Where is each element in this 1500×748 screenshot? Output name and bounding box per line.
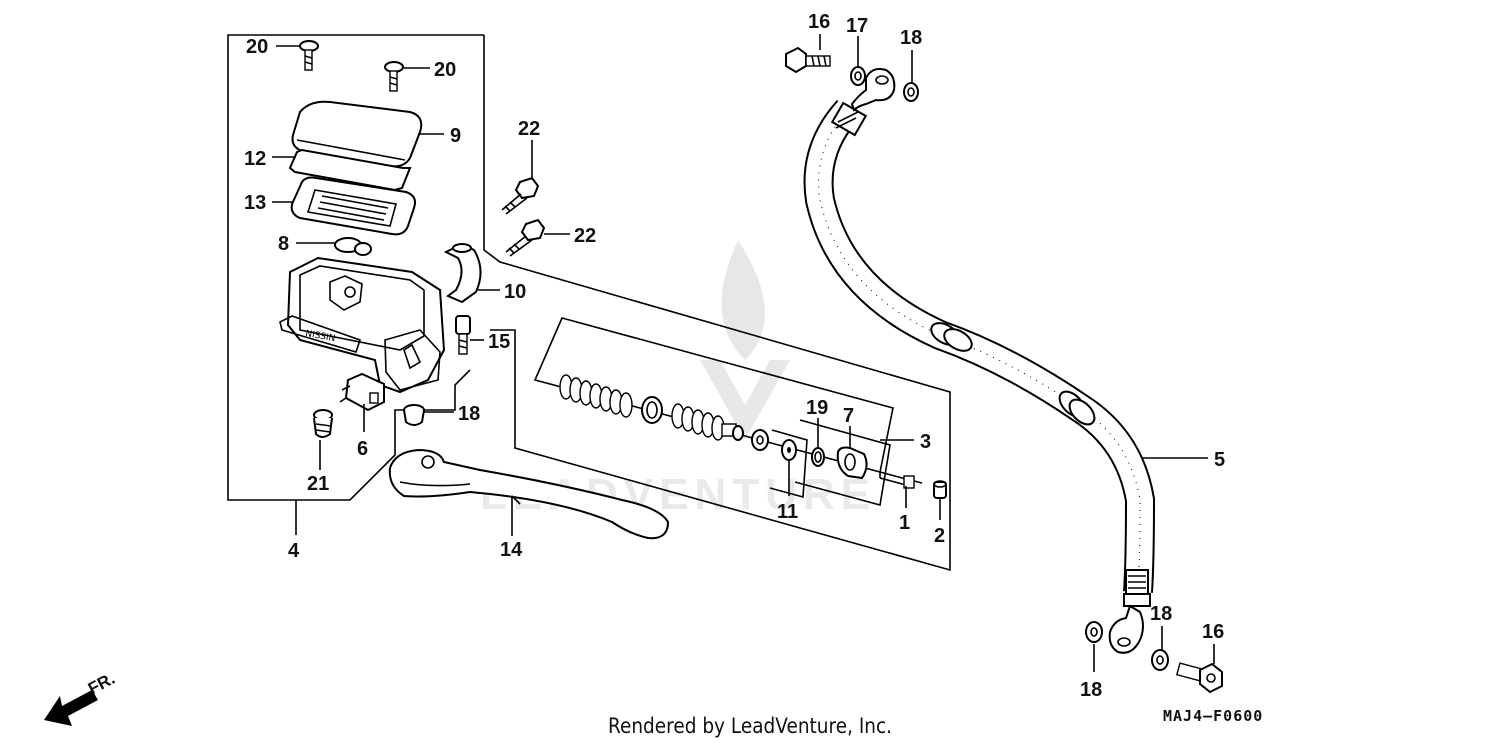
screw-20a	[299, 40, 319, 71]
part-label-17: 18	[458, 403, 480, 425]
bolt-22b	[505, 218, 546, 257]
diagram-code: MAJ4–F0600	[1163, 707, 1264, 725]
part-label-7: 7	[843, 405, 854, 427]
cap-17	[403, 404, 425, 426]
bolt-16-lower	[1175, 662, 1223, 694]
part-label-20b: 20	[434, 59, 456, 81]
part-label-11: 11	[777, 501, 798, 523]
bolt-16-upper	[785, 46, 831, 74]
banjo-upper	[850, 68, 896, 112]
washer-18a	[850, 66, 866, 86]
washer-18c	[1085, 621, 1103, 643]
reservoir-cap-9	[291, 100, 423, 168]
bolt-22a	[501, 176, 540, 215]
nut-2	[933, 480, 947, 499]
part-label-8: 8	[278, 233, 289, 255]
oring-19	[811, 447, 825, 467]
part-label-18d: 18	[1150, 603, 1172, 625]
front-direction-arrow	[44, 690, 98, 726]
hose-5	[803, 99, 1156, 607]
part-label-22a: 22	[518, 118, 540, 140]
switch-6	[339, 372, 385, 412]
footer-credit: Rendered by LeadVenture, Inc.	[607, 714, 893, 738]
part-label-12: 12	[244, 148, 266, 170]
part-label-5: 5	[1214, 449, 1225, 471]
push-rod-1	[879, 471, 923, 489]
part-label-9: 9	[450, 125, 461, 147]
washer-11	[781, 439, 797, 461]
part-label-21: 21	[307, 473, 329, 495]
float-8	[334, 237, 372, 256]
part-label-4: 4	[288, 540, 300, 562]
part-label-13: 13	[244, 192, 266, 214]
part-label-3: 3	[920, 431, 931, 453]
part-label-22b: 22	[574, 225, 596, 247]
washer-18b	[903, 82, 919, 102]
banjo-lower	[1108, 604, 1144, 654]
part-label-14: 14	[500, 539, 523, 561]
part-label-6: 6	[357, 438, 368, 460]
part-label-1: 1	[899, 512, 910, 534]
screw-20b	[384, 61, 404, 92]
washer-18d	[1151, 649, 1169, 671]
part-label-10: 10	[504, 281, 526, 303]
part-label-2: 2	[934, 525, 945, 547]
part-label-18c: 18	[1080, 679, 1102, 701]
part-labels: 20 20 9 12 13 8 10 15 18 6 21 4 22 22 14…	[244, 11, 1225, 701]
leader-lines	[272, 34, 1215, 672]
plate-12	[288, 148, 412, 192]
piston	[671, 403, 744, 441]
part-label-16a: 16	[808, 11, 830, 33]
boot-7	[836, 446, 868, 480]
part-label-15: 15	[488, 331, 510, 353]
piston-spring	[559, 374, 633, 418]
piston-cup	[751, 429, 769, 451]
spring-seat	[641, 396, 663, 424]
part-label-19: 19	[806, 397, 828, 419]
assembly-box-4	[227, 34, 951, 572]
screw-21	[313, 409, 333, 438]
piston-kit-box-3	[533, 317, 894, 507]
part-label-16b: 16	[1202, 621, 1224, 643]
clamp-10	[443, 242, 482, 304]
lever-14	[388, 448, 670, 540]
part-label-18a: 17	[846, 15, 868, 37]
part-label-20a: 20	[246, 36, 268, 58]
master-cylinder-body: NISSIN	[279, 256, 446, 394]
watermark-emblem	[700, 240, 790, 440]
bleeder-15	[455, 315, 471, 355]
diaphragm-13	[290, 176, 416, 236]
part-label-18b: 18	[900, 27, 922, 49]
